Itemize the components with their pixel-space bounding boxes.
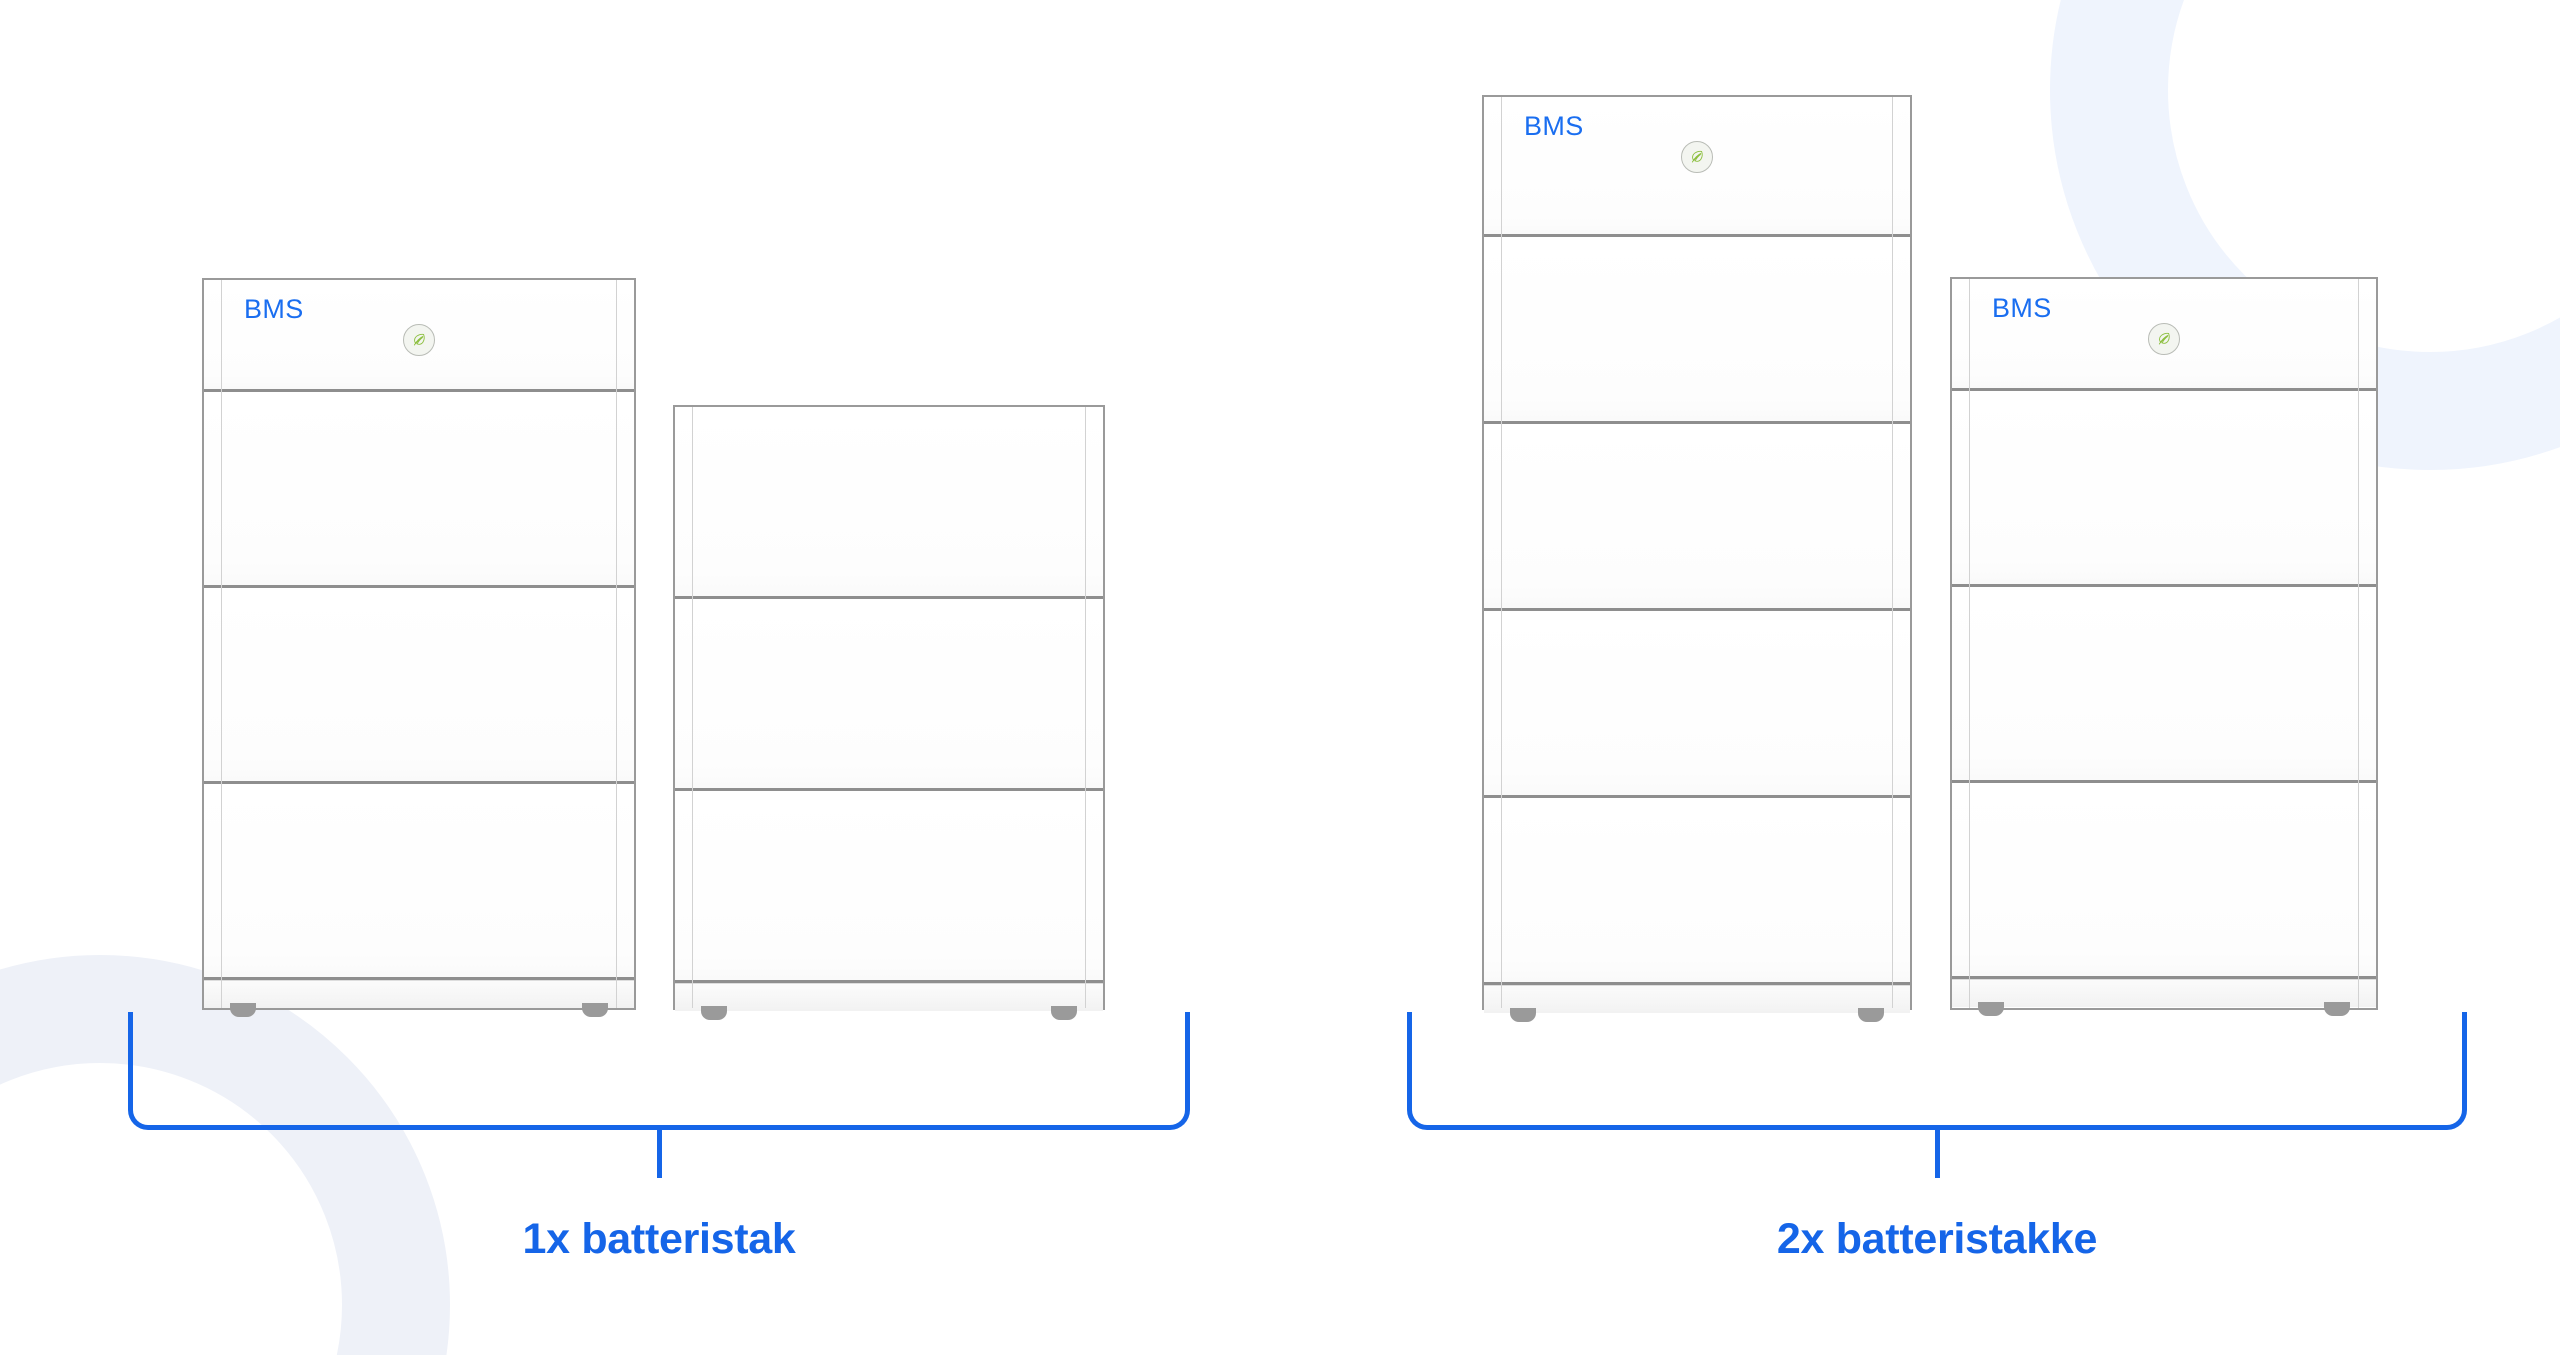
- battery-module: [675, 407, 1103, 599]
- cabinet-foot-right: [1858, 1008, 1884, 1022]
- battery-module: [1484, 424, 1910, 611]
- bms-module: BMS: [1952, 279, 2376, 391]
- battery-module: [204, 784, 634, 980]
- bms-label: BMS: [1992, 293, 2052, 323]
- battery-module: [1484, 798, 1910, 985]
- cabinet-foot-left: [230, 1003, 256, 1017]
- battery-module: [204, 588, 634, 784]
- battery-module: [1484, 611, 1910, 798]
- battery-cabinet-cabinet-4: BMS: [1950, 277, 2378, 1016]
- cabinet-foot-left: [701, 1006, 727, 1020]
- bms-label: BMS: [1524, 111, 1584, 141]
- battery-module: [1952, 783, 2376, 979]
- battery-cabinet-cabinet-2: [673, 405, 1105, 1020]
- cabinet-foot-right: [582, 1003, 608, 1017]
- battery-cabinet-cabinet-1: BMS: [202, 278, 636, 1017]
- cabinet-foot-right: [1051, 1006, 1077, 1020]
- battery-module: [1952, 587, 2376, 783]
- leaf-icon: [2148, 323, 2180, 355]
- battery-module: [204, 392, 634, 588]
- group-label-group-2: 2x batteristakke: [1776, 1215, 2098, 1263]
- bms-module: BMS: [1484, 97, 1910, 237]
- group-bracket-group-2: [1407, 1012, 2467, 1130]
- battery-module: [1952, 391, 2376, 587]
- battery-module: [675, 791, 1103, 983]
- battery-module: [1484, 237, 1910, 424]
- cabinet-foot-left: [1978, 1002, 2004, 1016]
- group-bracket-stem-group-1: [656, 1130, 662, 1178]
- cabinet-base: [675, 983, 1103, 1020]
- cabinet-base: [1952, 979, 2376, 1016]
- group-label-group-1: 1x batteristak: [522, 1215, 796, 1263]
- cabinet-foot-left: [1510, 1008, 1536, 1022]
- leaf-icon: [403, 324, 435, 356]
- battery-cabinet-cabinet-3: BMS: [1482, 95, 1912, 1022]
- leaf-icon: [1681, 141, 1713, 173]
- group-bracket-group-1: [128, 1012, 1190, 1130]
- cabinet-base: [1484, 985, 1910, 1022]
- group-bracket-stem-group-2: [1934, 1130, 1940, 1178]
- bms-label: BMS: [244, 294, 304, 324]
- cabinet-foot-right: [2324, 1002, 2350, 1016]
- battery-module: [675, 599, 1103, 791]
- bms-module: BMS: [204, 280, 634, 392]
- cabinet-base: [204, 980, 634, 1017]
